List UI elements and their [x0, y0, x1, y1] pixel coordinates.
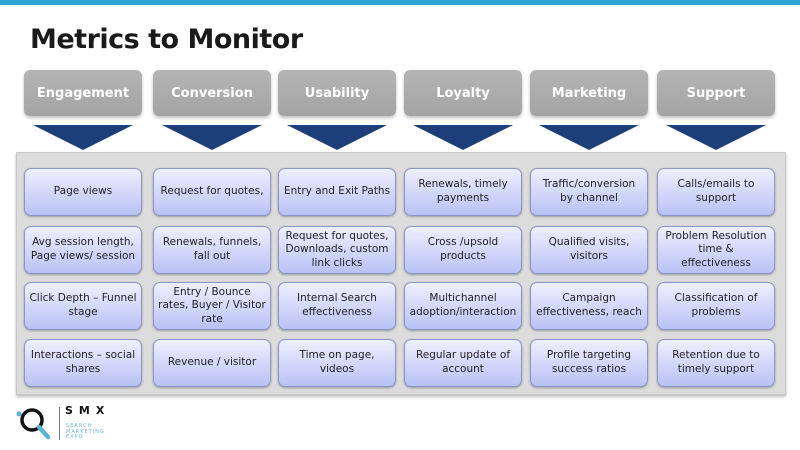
down-arrow-icon [413, 125, 513, 150]
logo-tagline: SEARCH MARKETING EXPO [66, 423, 105, 440]
top-accent-bar [0, 0, 800, 5]
category-header-engagement: Engagement [24, 70, 142, 116]
metric-box: Page views [24, 168, 142, 216]
metric-box: Request for quotes, Downloads, custom li… [278, 226, 396, 274]
metric-box: Campaign effectiveness, reach [530, 282, 648, 330]
metric-box: Classification of problems [657, 282, 775, 330]
smx-logo-icon [14, 405, 56, 447]
down-arrow-icon [162, 125, 262, 150]
category-header-loyalty: Loyalty [404, 70, 522, 116]
metric-box: Problem Resolution time & effectiveness [657, 226, 775, 274]
metric-box: Avg session length, Page views/ session [24, 226, 142, 274]
metric-box: Interactions – social shares [24, 339, 142, 387]
metric-box: Multichannel adoption/interaction [404, 282, 522, 330]
logo-name: SMX [65, 404, 111, 417]
metric-box: Internal Search effectiveness [278, 282, 396, 330]
metric-box: Profile targeting success ratios [530, 339, 648, 387]
down-arrow-icon [287, 125, 387, 150]
category-header-support: Support [657, 70, 775, 116]
metric-box: Retention due to timely support [657, 339, 775, 387]
category-header-conversion: Conversion [153, 70, 271, 116]
category-header-marketing: Marketing [530, 70, 648, 116]
logo-divider [59, 407, 60, 440]
metric-box: Traffic/conversion by channel [530, 168, 648, 216]
metric-box: Renewals, funnels, fall out [153, 226, 271, 274]
metric-box: Entry and Exit Paths [278, 168, 396, 216]
category-header-usability: Usability [278, 70, 396, 116]
metric-box: Entry / Bounce rates, Buyer / Visitor ra… [153, 282, 271, 330]
metric-box: Cross /upsold products [404, 226, 522, 274]
metric-box: Regular update of account [404, 339, 522, 387]
down-arrow-icon [666, 125, 766, 150]
metric-box: Qualified visits, visitors [530, 226, 648, 274]
down-arrow-icon [539, 125, 639, 150]
metric-box: Time on page, videos [278, 339, 396, 387]
down-arrow-icon [33, 125, 133, 150]
metric-box: Revenue / visitor [153, 339, 271, 387]
metric-box: Renewals, timely payments [404, 168, 522, 216]
metric-box: Click Depth – Funnel stage [24, 282, 142, 330]
metric-box: Request for quotes, [153, 168, 271, 216]
page-title: Metrics to Monitor [30, 24, 303, 55]
metric-box: Calls/emails to support [657, 168, 775, 216]
